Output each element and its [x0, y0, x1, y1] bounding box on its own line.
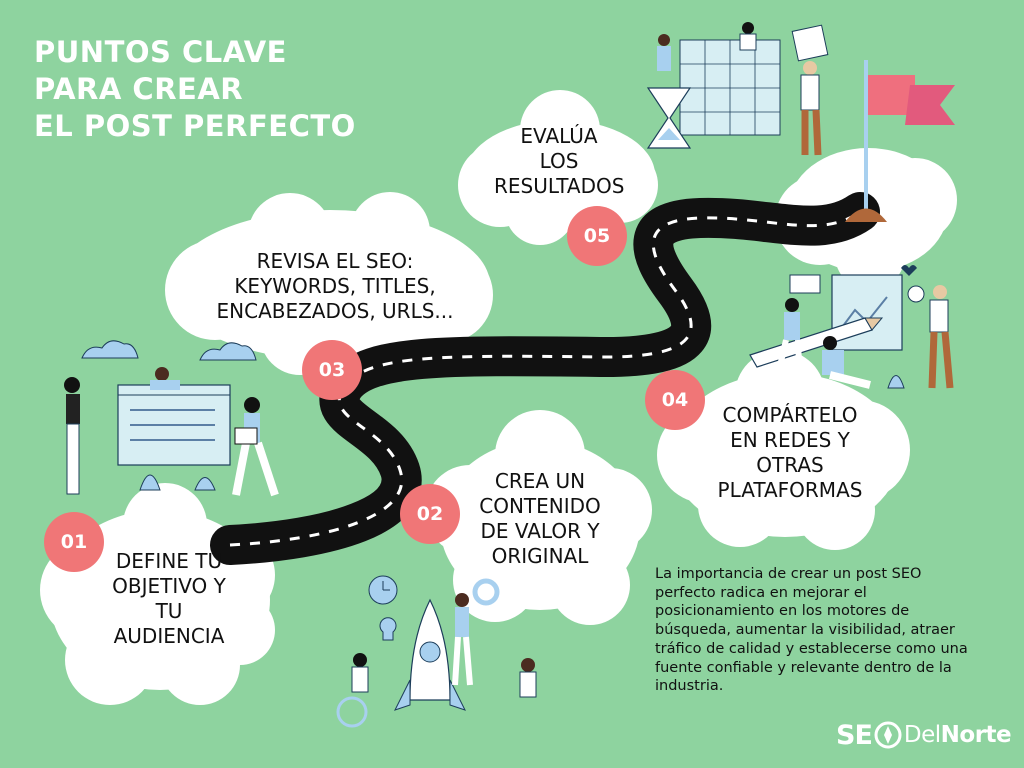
step-04-line-3: OTRAS: [756, 453, 824, 477]
blob-step-05: [458, 90, 658, 245]
compass-icon: [874, 721, 902, 749]
step-01-line-4: AUDIENCIA: [113, 624, 225, 648]
illustration-step-02: [336, 575, 537, 728]
description-paragraph: La importancia de crear un post SEO perf…: [655, 566, 968, 695]
step-03-badge: 03: [302, 340, 362, 400]
step-02-line-3: DE VALOR Y: [480, 519, 600, 543]
step-05-badge: 05: [567, 206, 627, 266]
heart-icon: [901, 265, 917, 276]
title-line-3: EL POST PERFECTO: [34, 109, 356, 143]
illustration-step-04: [749, 265, 954, 389]
step-03-line-1: REVISA EL SEO:: [256, 249, 414, 273]
step-01-badge: 01: [44, 512, 104, 572]
illustration-step-01: [64, 367, 279, 497]
blob-step-04: [657, 350, 910, 550]
step-04-line-2: EN REDES Y: [730, 428, 850, 452]
step-01-line-1: DEFINE TU: [115, 549, 223, 573]
step-02-text: CREA UN CONTENIDO DE VALOR Y ORIGINAL: [470, 469, 610, 569]
step-02-line-4: ORIGINAL: [491, 544, 589, 568]
step-03-line-3: ENCABEZADOS, URLS...: [216, 299, 454, 323]
logo-part-2: Del: [903, 722, 941, 748]
hourglass-icon: [646, 87, 692, 149]
step-04-badge: 04: [645, 370, 705, 430]
speech-blobs: [40, 90, 957, 705]
step-05-line-2: LOS: [539, 149, 579, 173]
step-01-line-2: OBJETIVO Y: [112, 574, 226, 598]
cloud-icon: [81, 340, 257, 361]
page-title: PUNTOS CLAVE PARA CREAR EL POST PERFECTO: [34, 34, 356, 145]
title-line-2: PARA CREAR: [34, 72, 244, 106]
step-03-line-2: KEYWORDS, TITLES,: [234, 274, 436, 298]
rocket-icon: [394, 598, 466, 711]
step-02-line-1: CREA UN: [494, 469, 586, 493]
road: [210, 192, 880, 565]
step-02-line-2: CONTENIDO: [479, 494, 601, 518]
lightbulb-icon: [379, 617, 397, 641]
step-04-line-4: PLATAFORMAS: [717, 478, 863, 502]
step-05-line-3: RESULTADOS: [494, 174, 625, 198]
step-01-line-3: TU: [155, 599, 183, 623]
step-05-line-1: EVALÚA: [520, 124, 598, 148]
step-01-text: DEFINE TU OBJETIVO Y TU AUDIENCIA: [98, 549, 240, 649]
title-line-1: PUNTOS CLAVE: [34, 35, 287, 69]
logo-part-1: SE: [836, 719, 873, 751]
step-04-text: COMPÁRTELO EN REDES Y OTRAS PLATAFORMAS: [700, 403, 880, 503]
blob-step-02: [425, 410, 652, 625]
step-05-text: EVALÚA LOS RESULTADOS: [494, 124, 624, 199]
illustration-step-05: [646, 22, 829, 156]
brand-logo: SE DelNorte: [836, 718, 1012, 752]
logo-part-3: Norte: [940, 722, 1012, 748]
flag-icon: [845, 60, 955, 222]
blob-step-03: [165, 192, 493, 375]
step-04-line-1: COMPÁRTELO: [722, 403, 858, 427]
gear-icon: [472, 578, 500, 606]
step-02-badge: 02: [400, 484, 460, 544]
step-03-text: REVISA EL SEO: KEYWORDS, TITLES, ENCABEZ…: [198, 249, 472, 324]
